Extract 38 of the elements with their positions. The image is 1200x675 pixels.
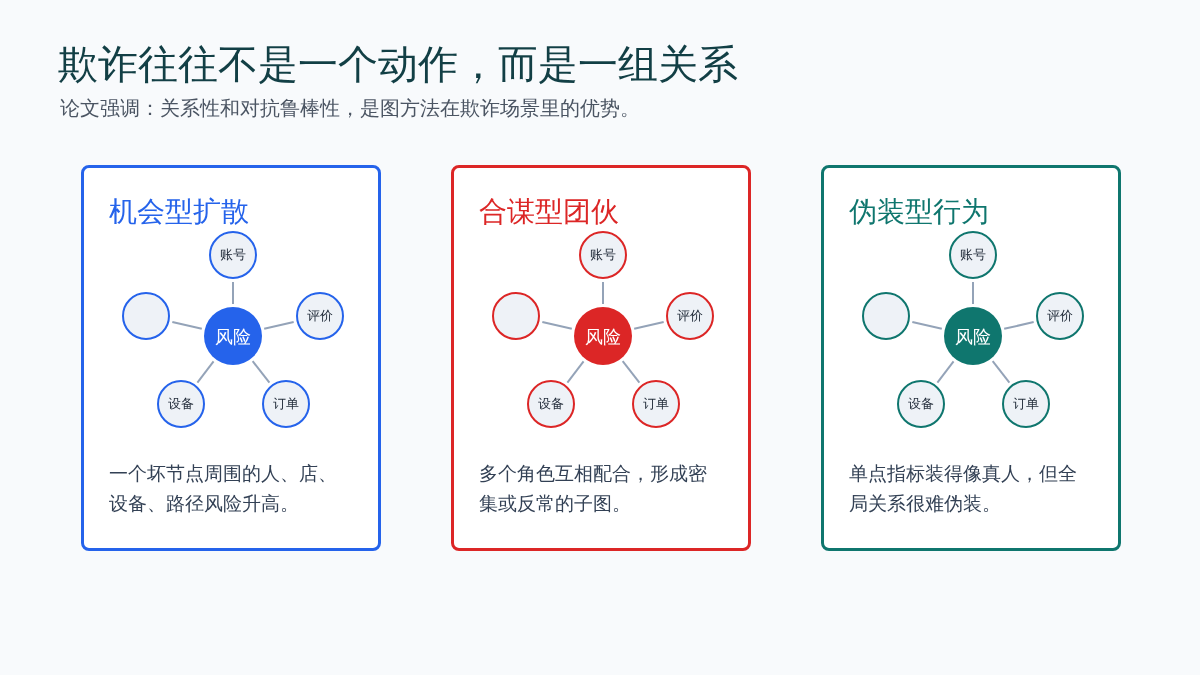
connector-line (541, 321, 573, 330)
description-text: 一个坏节点周围的人、店、设备、路径风险升高。 (109, 461, 338, 516)
connector-line (911, 321, 943, 330)
center-node: 风险 (574, 307, 632, 365)
center-node: 风险 (944, 307, 1002, 365)
panel-card (81, 165, 381, 551)
panel-card (821, 165, 1121, 551)
connector-line (972, 281, 974, 305)
panel-heading: 合谋型团伙 (479, 194, 619, 230)
entity-node: 评价 (1036, 292, 1084, 340)
entity-node: 评价 (296, 292, 344, 340)
subtitle: 论文强调：关系性和对抗鲁棒性，是图方法在欺诈场景里的优势。 (60, 95, 640, 122)
entity-node: 账号 (209, 231, 257, 279)
connector-line (232, 281, 234, 305)
entity-node: 设备 (157, 380, 205, 428)
entity-node: 订单 (632, 380, 680, 428)
connector-line (633, 321, 665, 330)
entity-node (862, 292, 910, 340)
entity-node (492, 292, 540, 340)
connector-line (602, 281, 604, 305)
entity-node (122, 292, 170, 340)
panel-card (451, 165, 751, 551)
entity-node: 订单 (1002, 380, 1050, 428)
title: 欺诈往往不是一个动作，而是一组关系 (58, 40, 738, 89)
entity-node: 订单 (262, 380, 310, 428)
entity-node: 设备 (527, 380, 575, 428)
center-node: 风险 (204, 307, 262, 365)
connector-line (1003, 321, 1035, 330)
entity-node: 设备 (897, 380, 945, 428)
entity-node: 账号 (949, 231, 997, 279)
panel-heading: 伪装型行为 (849, 194, 989, 230)
connector-line (263, 321, 295, 330)
description-text: 单点指标装得像真人，但全局关系很难伪装。 (849, 461, 1078, 516)
panel-heading: 机会型扩散 (109, 194, 249, 230)
connector-line (171, 321, 203, 330)
entity-node: 账号 (579, 231, 627, 279)
description-text: 多个角色互相配合，形成密集或反常的子图。 (479, 461, 708, 516)
entity-node: 评价 (666, 292, 714, 340)
